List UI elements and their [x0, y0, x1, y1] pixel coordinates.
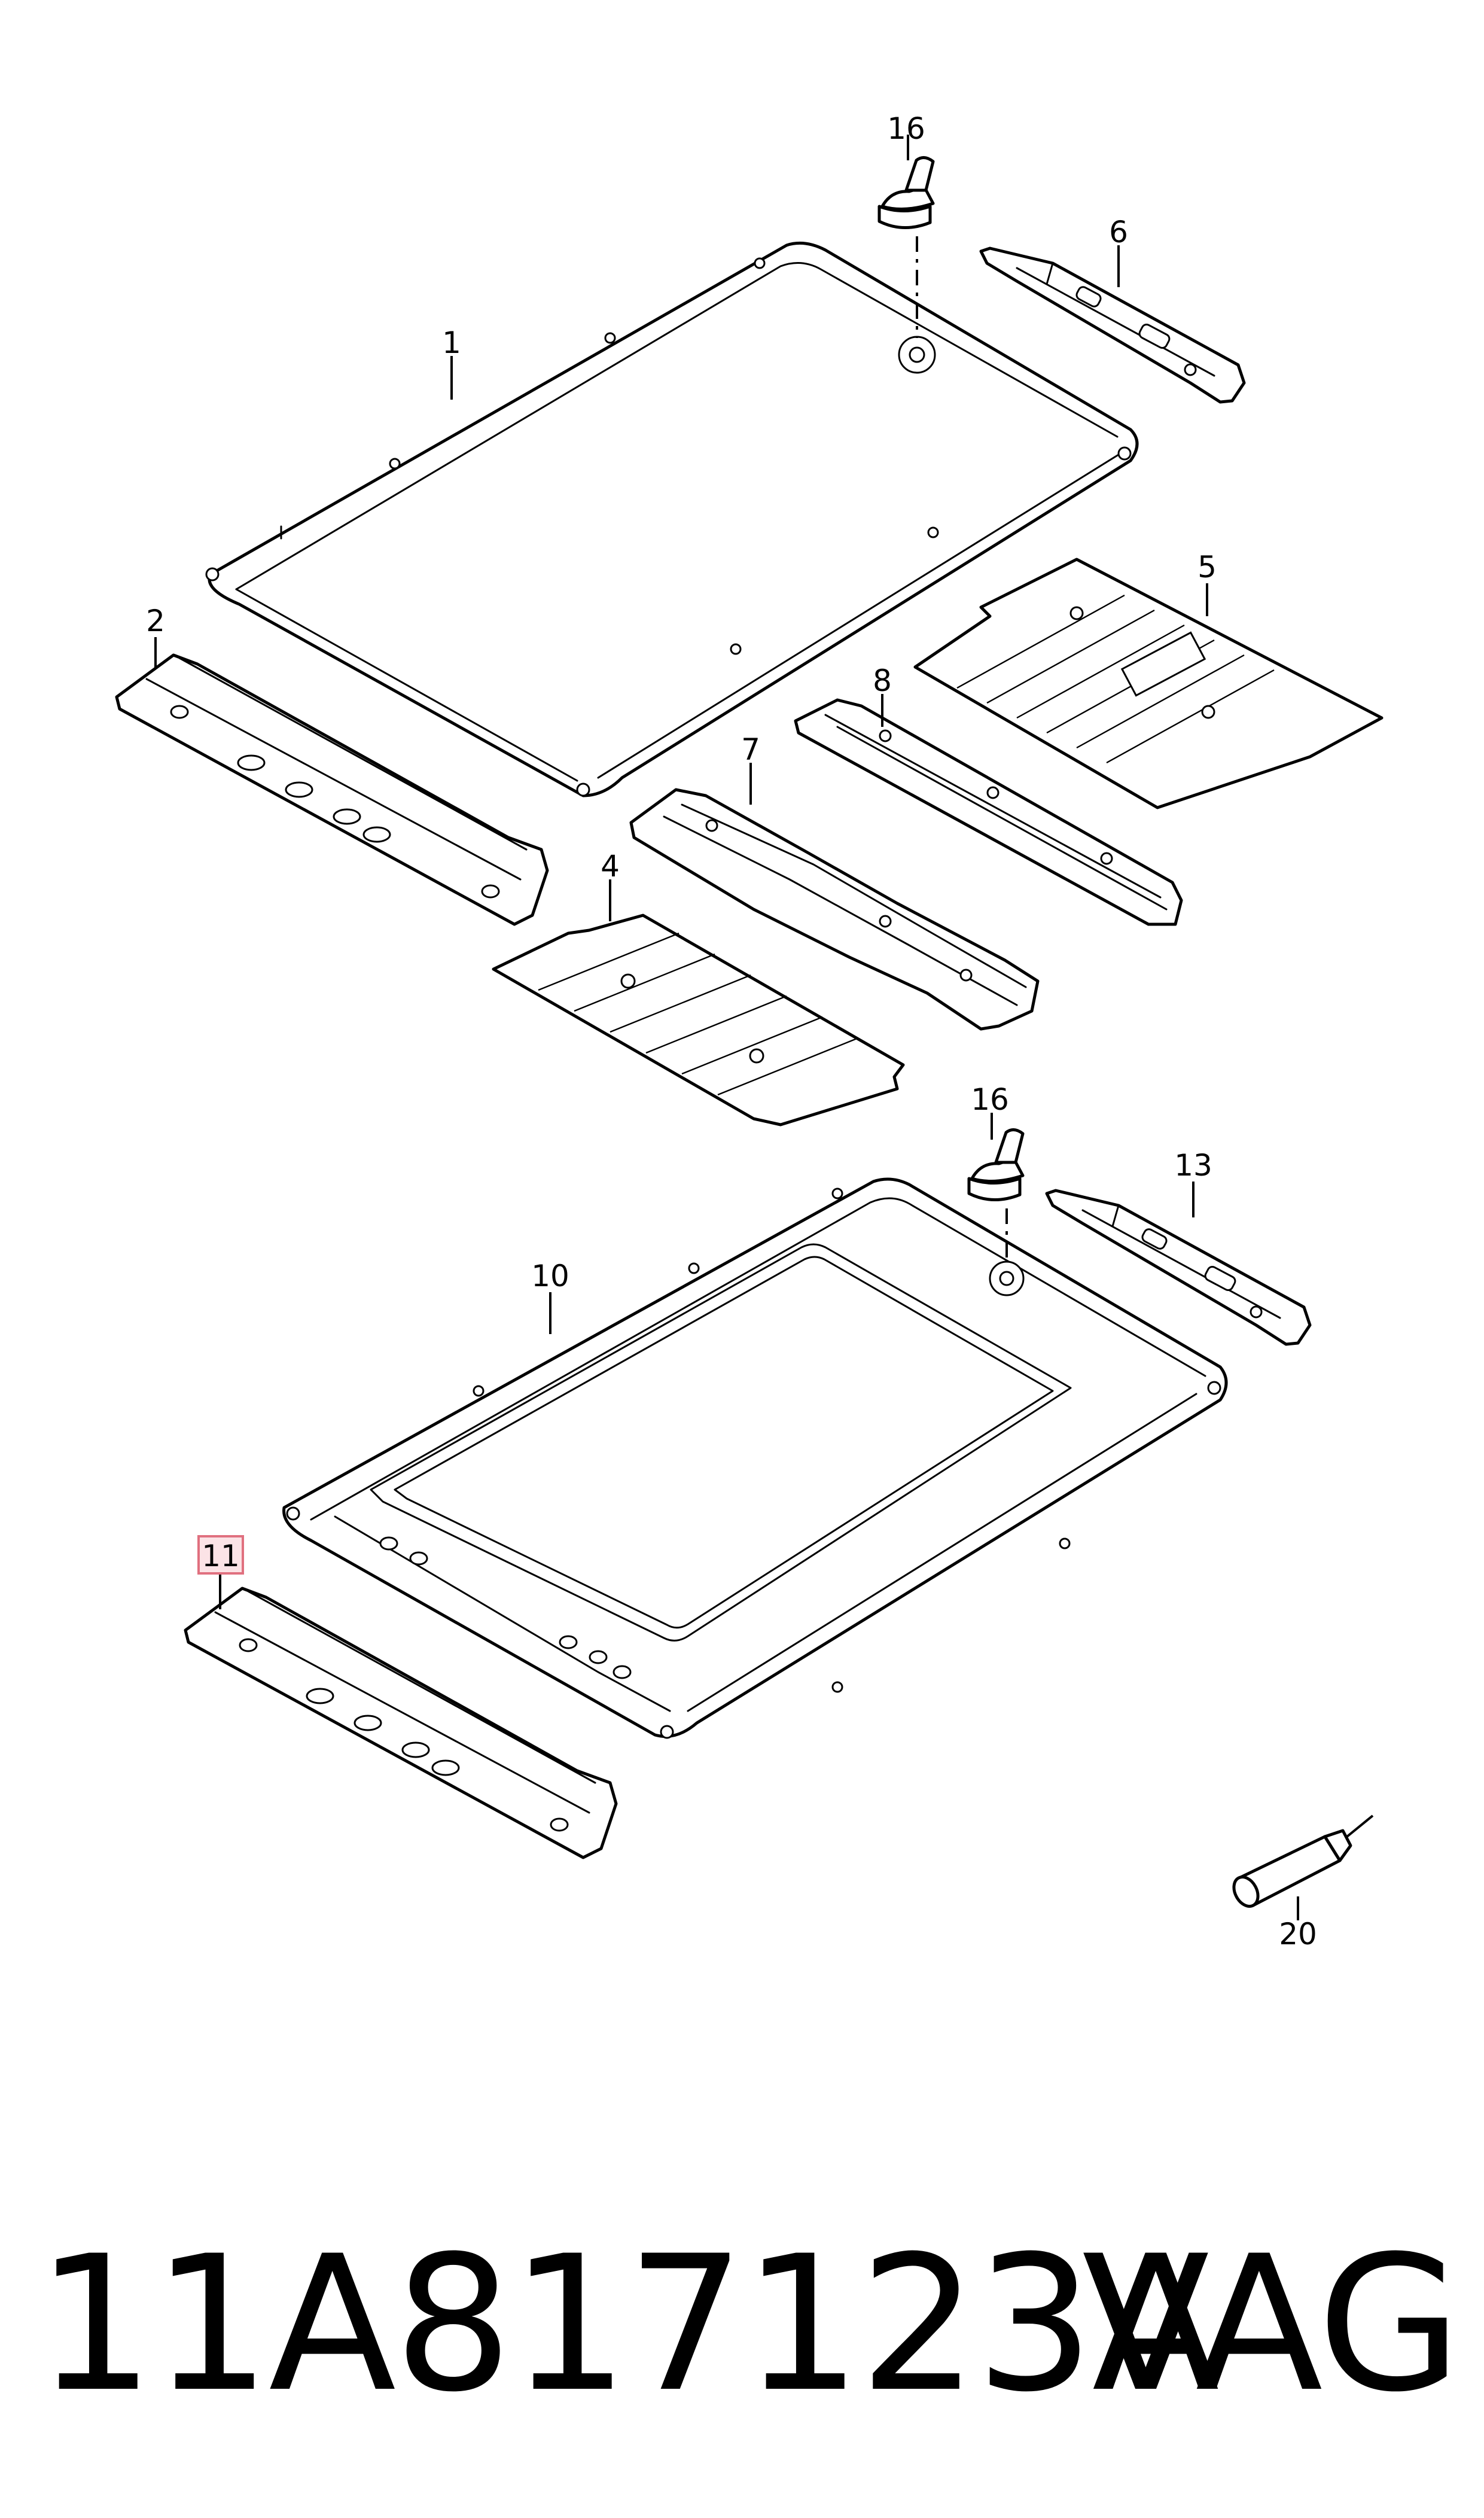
front-cross-member-upper: [115, 653, 549, 926]
callout-11-highlight: [197, 1535, 244, 1575]
roof-panel-sunroof: [282, 1177, 1228, 1739]
callout-8: 8: [873, 663, 892, 698]
callout-1: 1: [442, 325, 461, 360]
part-number-footer: 11A817123A VAG: [36, 2211, 1462, 2438]
callout-7: 7: [741, 732, 760, 767]
callout-2: 2: [146, 604, 165, 638]
callout-6: 6: [1109, 215, 1128, 249]
callout-5: 5: [1197, 550, 1217, 584]
antenna-upper: [877, 156, 935, 229]
callout-11: 11: [202, 1539, 240, 1573]
roof-panel: [205, 241, 1139, 797]
front-cross-member-lower: [184, 1587, 618, 1859]
adhesive-cartridge: [1232, 1814, 1374, 1908]
antenna-lower: [967, 1128, 1025, 1201]
brand-label: VAG: [1081, 2215, 1462, 2433]
cross-bow-rear: [794, 698, 1183, 926]
reinforcement-plate-right: [913, 558, 1384, 809]
cross-bow-middle: [629, 788, 1040, 1031]
callout-20: 20: [1279, 1917, 1317, 1951]
reinforcement-plate-left: [492, 914, 905, 1126]
callout-16-lower: 16: [971, 1082, 1009, 1117]
callout-10: 10: [531, 1259, 569, 1293]
leader-lines: [154, 135, 1299, 1920]
part-number-code: 11A817123A: [36, 2215, 1220, 2433]
callout-13: 13: [1174, 1148, 1212, 1183]
bracket-lower-right: [1045, 1189, 1312, 1346]
callout-4: 4: [601, 849, 620, 884]
bracket-upper-right: [979, 246, 1246, 404]
callout-16-upper: 16: [887, 111, 925, 146]
